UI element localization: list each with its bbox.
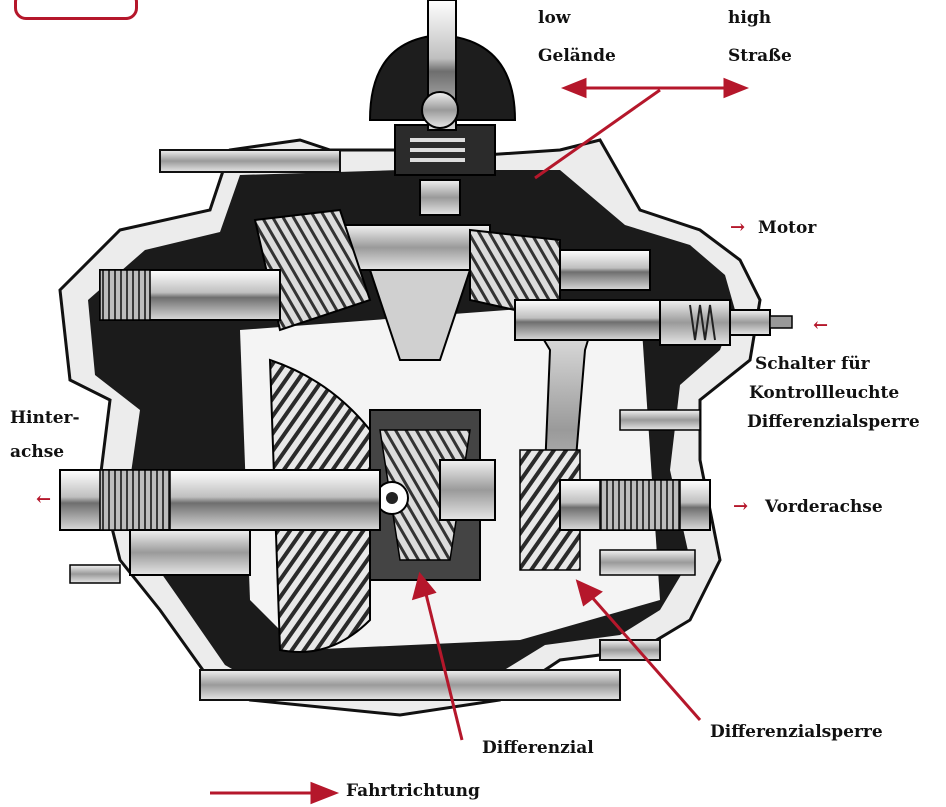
rear-output-shaft — [59, 469, 381, 584]
differential-leader-head — [411, 571, 437, 601]
actuator-leader — [534, 88, 661, 180]
arrow-left-head — [560, 77, 587, 99]
rear-axle-arrow-icon: ← — [36, 489, 52, 510]
label-fahrtrichtung: Fahrtrichtung — [346, 781, 480, 801]
label-vorderachse: Vorderachse — [765, 497, 883, 517]
label-gelaende: Gelände — [538, 46, 616, 66]
label-schalter-line1: Schalter für — [755, 354, 870, 374]
switch-arrow-icon: ← — [813, 315, 829, 336]
label-hinterachse-line1: Hinter- — [10, 408, 80, 428]
label-motor: Motor — [758, 218, 817, 238]
upper-shaft — [99, 249, 651, 321]
differential-core — [369, 409, 496, 581]
front-axle-arrow-icon: → — [733, 496, 749, 517]
label-strasse: Straße — [728, 46, 792, 66]
label-high: high — [728, 8, 772, 28]
label-low: low — [538, 8, 571, 28]
difflock-leader-head — [575, 579, 603, 607]
leader-lines — [210, 77, 750, 805]
arrow-right-head — [723, 77, 750, 99]
label-hinterachse-line2: achse — [10, 442, 65, 462]
indicator-switch — [659, 299, 793, 346]
differential-leader — [423, 589, 464, 741]
label-schalter-line2: Kontrollleuchte — [749, 383, 900, 403]
difflock-leader — [588, 594, 702, 721]
label-differenzial: Differenzial — [482, 738, 594, 758]
front-output-shaft — [559, 409, 711, 576]
motor-arrow-icon: → — [730, 217, 746, 238]
label-differenzialsperre: Differenzialsperre — [710, 722, 883, 742]
diff-lock-fork — [514, 299, 666, 571]
corner-badge-frame — [14, 0, 138, 20]
direction-arrow-head — [310, 781, 340, 805]
label-schalter-line3: Differenzialsperre — [747, 412, 920, 432]
shift-actuator — [339, 0, 517, 361]
